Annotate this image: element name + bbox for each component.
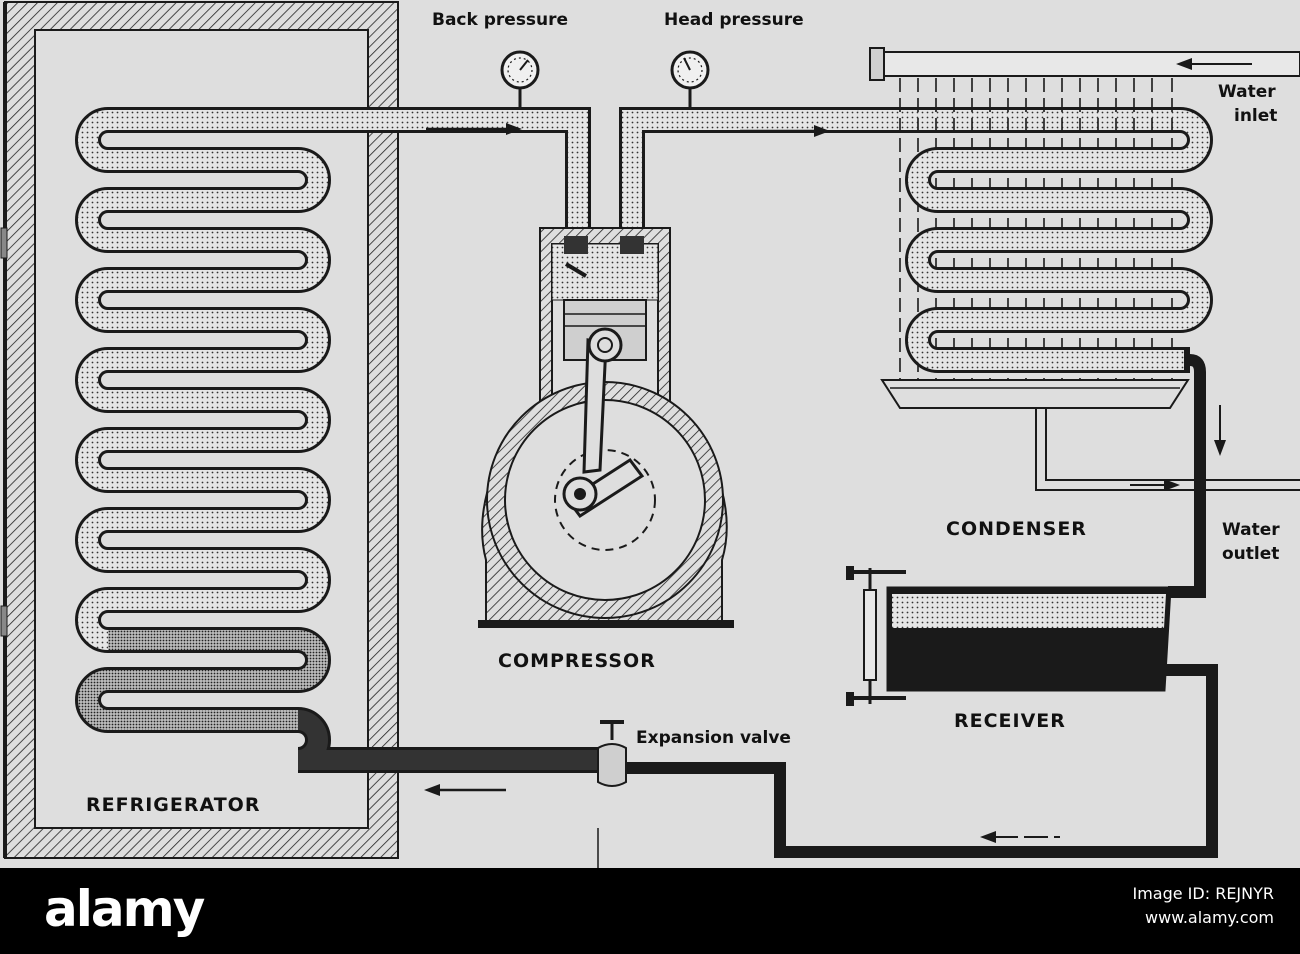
alamy-logo: alamy bbox=[44, 880, 205, 938]
back-pressure-label: Back pressure bbox=[432, 10, 569, 30]
receiver-label: RECEIVER bbox=[954, 710, 1066, 732]
water-inlet-label-line2: inlet bbox=[1234, 106, 1278, 126]
compressor-unit bbox=[478, 227, 734, 628]
refrigerator-label: REFRIGERATOR bbox=[86, 794, 261, 816]
refrigeration-cycle-diagram: Back pressure Head pressure Water inlet … bbox=[0, 0, 1300, 868]
expansion-valve-label: Expansion valve bbox=[636, 728, 791, 748]
head-pressure-gauge bbox=[670, 50, 710, 102]
suction-line bbox=[426, 100, 591, 236]
condenser-label: CONDENSER bbox=[946, 518, 1087, 540]
compressor-label: COMPRESSOR bbox=[498, 650, 656, 672]
receiver-tank bbox=[620, 566, 1218, 858]
stock-footer-bar: alamy Image ID: REJNYR www.alamy.com bbox=[0, 868, 1300, 954]
diagram-svg bbox=[0, 1, 1300, 868]
water-outlet-label-line2: outlet bbox=[1222, 544, 1280, 564]
site-url-text: www.alamy.com bbox=[1145, 908, 1274, 927]
image-id-block: Image ID: REJNYR www.alamy.com bbox=[1132, 882, 1274, 930]
discharge-line bbox=[619, 100, 1180, 236]
evaporator-coil bbox=[75, 107, 620, 773]
water-inlet-label-line1: Water bbox=[1218, 82, 1276, 102]
water-outlet-label-line1: Water bbox=[1222, 520, 1280, 540]
expansion-valve bbox=[597, 720, 627, 868]
condenser-coil bbox=[905, 107, 1226, 598]
head-pressure-label: Head pressure bbox=[664, 10, 804, 30]
back-pressure-gauge bbox=[500, 50, 540, 102]
liquid-line-arrow bbox=[424, 784, 506, 796]
image-id-text: Image ID: REJNYR bbox=[1132, 884, 1274, 903]
